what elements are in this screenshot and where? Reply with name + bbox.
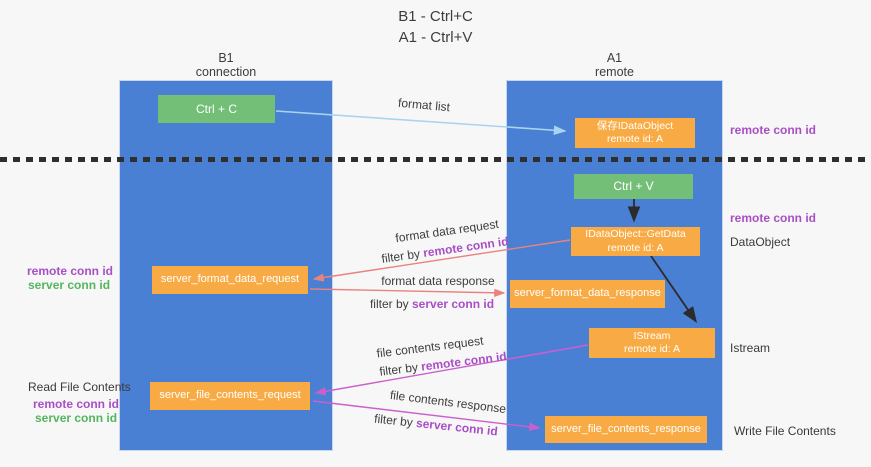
remote-conn-id-text: remote conn id <box>27 264 114 278</box>
node-server-format-data-response-label: server_format_data_response <box>514 287 661 300</box>
node-save-idataobject: 保存IDataObject remote id: A <box>575 118 695 148</box>
left-label-remote-conn-id-2: remote conn id <box>33 397 119 411</box>
node-server-file-contents-request: server_file_contents_request <box>150 382 310 410</box>
server-conn-id-text: server conn id <box>415 415 499 439</box>
lifeline-a1-name: A1 <box>606 51 623 65</box>
node-server-file-contents-request-label: server_file_contents_request <box>159 389 301 402</box>
dataobject-text: DataObject <box>730 235 791 249</box>
right-label-remote-conn-id-top: remote conn id <box>730 123 816 137</box>
remote-conn-id-text: remote conn id <box>730 211 817 225</box>
diagram-title: B1 - Ctrl+C A1 - Ctrl+V <box>0 6 871 48</box>
right-label-write-file-contents: Write File Contents <box>734 424 836 438</box>
node-istream: IStream remote id: A <box>589 328 715 358</box>
title-line-2: A1 - Ctrl+V <box>398 29 473 46</box>
left-label-server-conn-id-2: server conn id <box>35 411 117 425</box>
title-line-1: B1 - Ctrl+C <box>398 8 473 25</box>
filter-by-text: filter by <box>373 411 414 430</box>
lifeline-header-b1: B1 connection <box>119 51 333 79</box>
left-label-remote-conn-id-1: remote conn id <box>27 264 113 278</box>
lifeline-header-a1: A1 remote <box>506 51 723 79</box>
node-ctrl-v: Ctrl + V <box>574 174 693 199</box>
istream-text: Istream <box>730 341 771 355</box>
node-ctrl-c-label: Ctrl + C <box>195 101 237 116</box>
label-format-list-text: format list <box>397 95 451 115</box>
node-idataobject-getdata: IDataObject::GetData remote id: A <box>571 227 700 256</box>
node-istream-line1: IStream <box>633 329 671 342</box>
label-file-contents-response-text: file contents response <box>389 387 507 417</box>
right-label-istream: Istream <box>730 341 770 355</box>
lifeline-a1-role: remote <box>595 65 634 79</box>
write-file-contents-text: Write File Contents <box>734 424 836 438</box>
right-label-dataobject: DataObject <box>730 235 790 249</box>
node-server-format-data-response: server_format_data_response <box>510 280 665 308</box>
label-format-data-response: format data response <box>381 274 494 288</box>
node-ctrl-c: Ctrl + C <box>158 95 275 123</box>
read-file-contents-text: Read File Contents <box>28 380 131 394</box>
filter-by-text: filter by <box>378 360 419 379</box>
filter-by-text: filter by <box>380 246 421 266</box>
label-filter-by-server-1: filter by server conn id <box>370 297 494 311</box>
label-filter-by-server-2: filter by server conn id <box>374 412 499 439</box>
node-ctrl-v-label: Ctrl + V <box>613 179 654 193</box>
node-getdata-line2: remote id: A <box>607 241 664 254</box>
label-format-list: format list <box>397 96 450 114</box>
server-conn-id-text: server conn id <box>28 278 111 292</box>
node-getdata-line1: IDataObject::GetData <box>585 228 686 241</box>
label-format-data-response-text: format data response <box>381 274 495 288</box>
node-istream-line2: remote id: A <box>623 343 681 355</box>
left-label-server-conn-id-1: server conn id <box>28 278 110 292</box>
phase-divider-dashed-line <box>0 157 871 162</box>
node-server-format-data-request-label: server_format_data_request <box>160 273 300 286</box>
server-conn-id-text: server conn id <box>35 411 118 425</box>
node-save-idataobject-line2: remote id: A <box>606 133 664 145</box>
node-server-file-contents-response: server_file_contents_response <box>545 416 707 443</box>
node-server-format-data-request: server_format_data_request <box>152 266 308 294</box>
node-save-idataobject-line1: 保存IDataObject <box>596 119 674 132</box>
arrow-format-data-response <box>309 288 506 297</box>
remote-conn-id-text: remote conn id <box>730 123 817 137</box>
lifeline-b1-name: B1 <box>218 51 234 65</box>
remote-conn-id-text: remote conn id <box>33 397 120 411</box>
node-server-file-contents-response-label: server_file_contents_response <box>551 422 701 435</box>
lifeline-b1-role: connection <box>195 65 257 79</box>
server-conn-id-text: server conn id <box>412 297 495 311</box>
filter-by-text: filter by <box>369 297 409 311</box>
label-file-contents-response: file contents response <box>389 388 507 416</box>
right-label-remote-conn-id-mid: remote conn id <box>730 211 816 225</box>
left-label-read-file-contents: Read File Contents <box>28 380 131 394</box>
